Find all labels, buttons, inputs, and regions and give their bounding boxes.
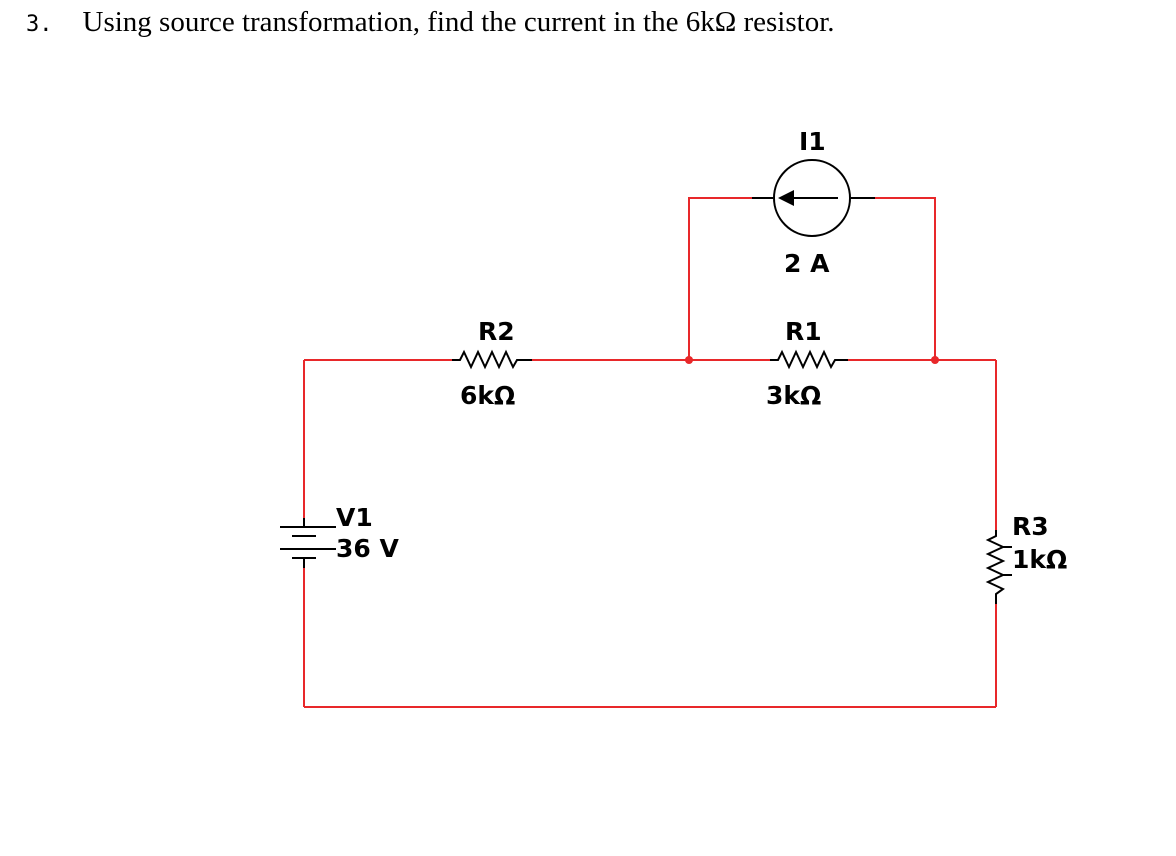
question-prompt: 3. Using source transformation, find the… [26, 6, 835, 39]
r2-name-label: R2 [478, 317, 515, 346]
junction-node-b [931, 356, 939, 364]
i1-value-label: 2 A [784, 249, 830, 278]
circuit-wires [303, 197, 997, 708]
i1-current-source-symbol [752, 159, 875, 237]
r2-resistor-symbol [452, 349, 532, 370]
r3-value-label: 1kΩ [1012, 545, 1067, 574]
i1-name-label: I1 [799, 127, 826, 156]
r3-resistor-symbol [985, 530, 1012, 604]
v1-voltage-source-symbol [280, 518, 336, 568]
r1-value-label: 3kΩ [766, 381, 821, 410]
r2-value-label: 6kΩ [460, 381, 515, 410]
r1-name-label: R1 [785, 317, 822, 346]
r3-name-label: R3 [1012, 512, 1049, 541]
question-text: Using source transformation, find the cu… [82, 6, 835, 38]
v1-name-label: V1 [336, 503, 373, 532]
question-number: 3. [26, 12, 53, 37]
v1-value-label: 36 V [336, 534, 399, 563]
r1-resistor-symbol [770, 349, 848, 370]
i1-arrow-left-icon [778, 190, 794, 206]
wire-i1-right-branch [875, 197, 936, 360]
wire-i1-left-branch [688, 197, 752, 360]
junction-node-a [685, 356, 693, 364]
